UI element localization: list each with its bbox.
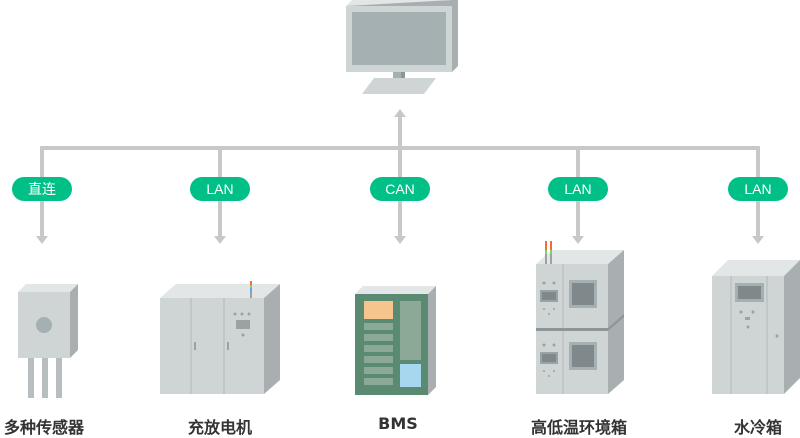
arrow-down-icon — [752, 236, 764, 244]
sensor-icon — [18, 284, 78, 398]
protocol-badge-sensor: 直连 — [12, 177, 72, 201]
device-label-sensor: 多种传感器 — [3, 418, 84, 437]
arrow-down-icon — [394, 236, 406, 244]
monitor-icon — [346, 0, 458, 94]
charger-cabinet-icon — [160, 281, 280, 394]
protocol-badge-charger: LAN — [190, 177, 250, 201]
protocol-badge-bms: CAN — [370, 177, 430, 201]
arrow-down-icon — [214, 236, 226, 244]
arrow-down-icon — [36, 236, 48, 244]
device-label-chamber: 高低温环境箱 — [530, 418, 627, 437]
connector-lines — [40, 116, 760, 236]
arrow-down-icon — [572, 236, 584, 244]
device-label-charger: 充放电机 — [187, 418, 252, 437]
device-label-bms: BMS — [378, 414, 418, 433]
protocol-badge-chamber: LAN — [548, 177, 608, 201]
water-cooler-icon — [712, 260, 800, 394]
bms-icon — [355, 286, 436, 395]
device-label-cooler: 水冷箱 — [733, 418, 782, 437]
arrowheads — [36, 109, 764, 244]
protocol-badge-cooler: LAN — [728, 177, 788, 201]
environmental-chamber-icon — [536, 241, 624, 394]
arrow-up-icon — [394, 109, 406, 117]
